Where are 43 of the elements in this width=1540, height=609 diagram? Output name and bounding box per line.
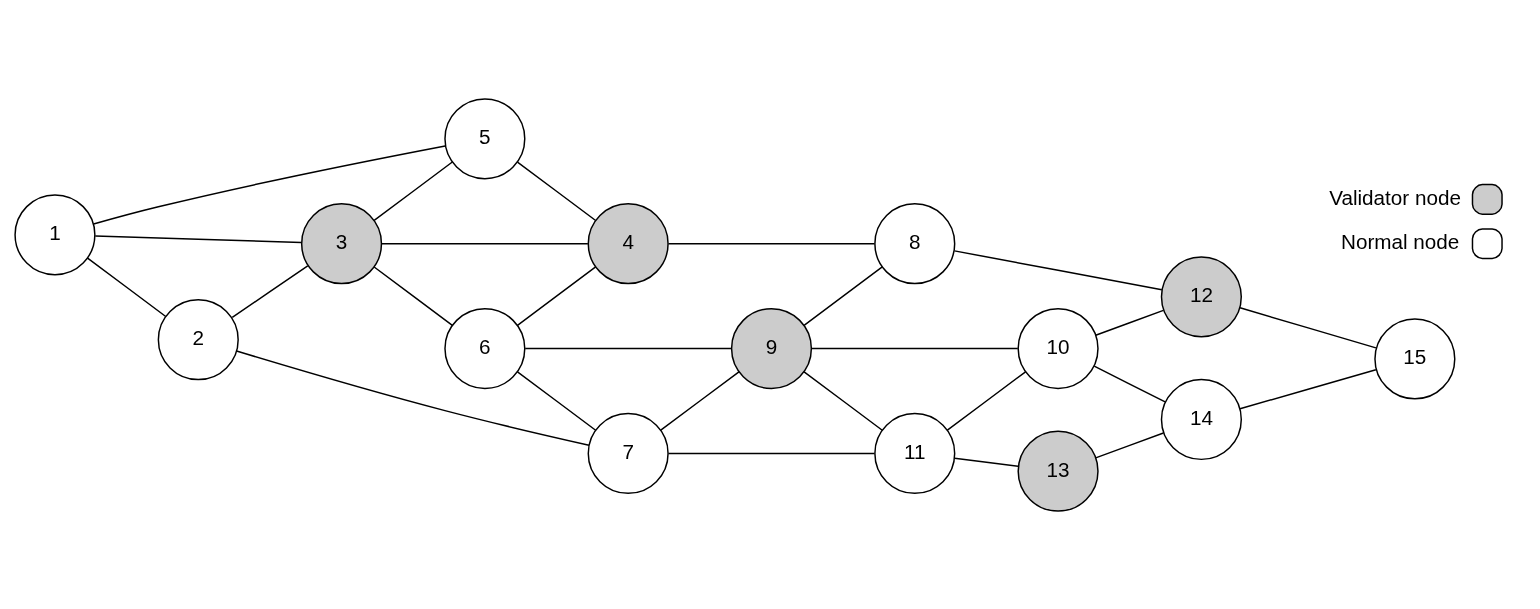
node-circle: 15	[1374, 317, 1456, 400]
connector	[946, 370, 1027, 431]
node-circle: 9	[730, 307, 813, 389]
connector	[660, 370, 740, 431]
connector	[1094, 431, 1165, 459]
connector	[1094, 309, 1165, 336]
node-circle: 14	[1160, 378, 1242, 460]
connector	[94, 234, 302, 243]
connector	[1093, 364, 1166, 403]
node-circle: 2	[157, 298, 239, 380]
node-circle: 12	[1160, 255, 1242, 337]
connector	[235, 349, 590, 446]
node-circle: 8	[874, 202, 956, 284]
connector	[516, 370, 597, 431]
connector	[803, 370, 883, 431]
node-circle: 1	[14, 193, 96, 275]
connector	[803, 265, 883, 326]
connector	[811, 347, 1019, 349]
connector	[516, 160, 597, 221]
connector	[1239, 368, 1377, 410]
node-circle: 11	[874, 412, 956, 494]
connector	[953, 249, 1163, 290]
legend-label: Validator node	[1329, 185, 1461, 209]
connector	[92, 144, 446, 225]
node-circle: 5	[444, 97, 526, 179]
connector	[667, 242, 876, 244]
connector	[86, 256, 167, 317]
connector	[373, 160, 454, 221]
connector	[953, 457, 1020, 467]
connector	[1239, 306, 1377, 349]
connector	[667, 452, 876, 454]
connector	[381, 242, 589, 244]
node-circle: 10	[1017, 307, 1099, 389]
node-circle: 3	[300, 202, 383, 284]
node-circle: 13	[1017, 430, 1099, 512]
node-circle: 6	[444, 307, 526, 389]
node-circle: 7	[587, 412, 669, 494]
connector	[231, 264, 309, 318]
legend-label: Normal node	[1341, 229, 1460, 253]
node-circle: 4	[587, 202, 669, 284]
connector	[516, 265, 597, 326]
connector	[524, 347, 732, 349]
connector	[373, 265, 454, 326]
